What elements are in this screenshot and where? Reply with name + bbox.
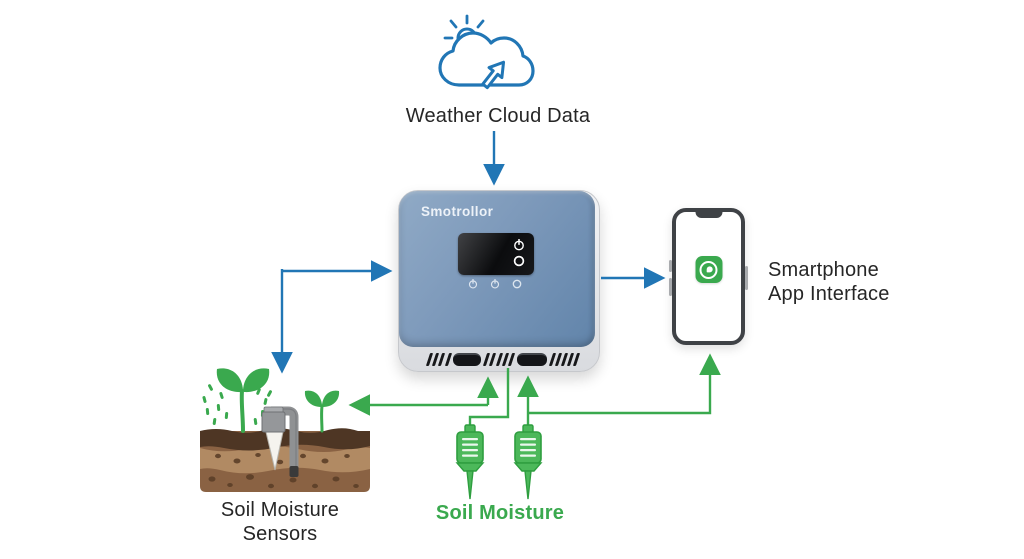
cloud-sun-upload-icon xyxy=(438,14,535,90)
power-icon[interactable] xyxy=(468,279,478,289)
chat-app-icon[interactable] xyxy=(695,256,722,283)
moisture-probe-2 xyxy=(513,424,543,500)
smartphone-label-line2: App Interface xyxy=(768,283,890,305)
edge-probe1-to-controller xyxy=(468,368,510,431)
power-icon xyxy=(514,239,524,251)
smartphone-label-line1: Smartphone xyxy=(768,259,879,281)
weather-cloud-data-label: Weather Cloud Data xyxy=(405,105,591,127)
soil-sensors-label-line1: Soil Moisture xyxy=(220,499,340,521)
phone-volume-button xyxy=(669,278,672,296)
app-icon-dot xyxy=(706,265,713,272)
controller-front-panel: Smotrollor xyxy=(399,191,595,347)
soil-moisture-sensors-label: Soil Moisture Sensors xyxy=(180,498,380,546)
phone-power-button xyxy=(745,266,748,290)
soil-probe-icon xyxy=(261,406,299,477)
circle-indicator-icon[interactable] xyxy=(512,279,522,289)
soil-moisture-probes-label: Soil Moisture xyxy=(435,502,565,524)
irrigation-controller-device: Smotrollor xyxy=(398,190,600,372)
smartphone xyxy=(669,208,748,345)
power-icon[interactable] xyxy=(490,279,500,289)
controller-brand-logo: Smotrollor xyxy=(421,204,494,219)
upload-cursor-icon xyxy=(481,60,506,90)
controller-touch-buttons xyxy=(399,279,591,291)
smartphone-app-interface-label: Smartphone App Interface xyxy=(768,258,928,306)
sprinkled-plant-icon xyxy=(202,368,272,433)
circle-indicator-icon xyxy=(513,255,525,267)
vent-slots xyxy=(548,353,581,366)
moisture-probe-1 xyxy=(455,424,485,500)
soil-pebbles xyxy=(208,453,359,489)
controller-display xyxy=(458,233,534,275)
water-droplets xyxy=(202,384,272,425)
vent-slots xyxy=(483,353,515,366)
phone-notch xyxy=(695,211,722,218)
phone-volume-button xyxy=(669,260,672,272)
sensor-port-2 xyxy=(516,353,547,366)
seedling-icon xyxy=(304,390,340,433)
sensor-port-1 xyxy=(453,353,482,366)
soil-sensors-label-line2: Sensors xyxy=(242,523,318,545)
controller-vents-and-ports xyxy=(425,353,581,366)
app-icon-ring xyxy=(699,260,718,279)
soil-plants-probe-illustration xyxy=(200,368,370,492)
vent-slots xyxy=(425,353,452,366)
